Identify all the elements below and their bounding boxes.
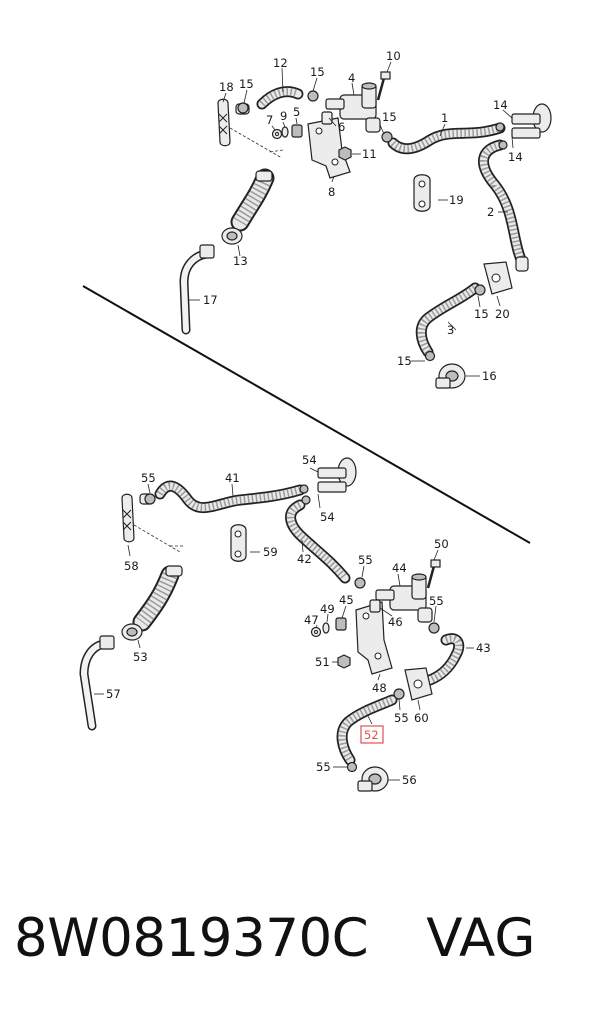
label-18: 18 bbox=[219, 80, 234, 94]
label-11: 11 bbox=[362, 147, 377, 161]
pump-56 bbox=[357, 766, 389, 792]
hose-42 bbox=[285, 499, 351, 584]
hose-57 bbox=[79, 635, 115, 731]
hose-13 bbox=[221, 168, 275, 245]
label-46: 46 bbox=[388, 615, 403, 629]
valve-44 bbox=[375, 573, 433, 623]
label-15b: 15 bbox=[310, 65, 325, 79]
section-divider bbox=[82, 285, 531, 544]
hose-43 bbox=[424, 633, 465, 686]
label-44: 44 bbox=[392, 561, 407, 575]
label-57: 57 bbox=[106, 687, 121, 701]
nut-11 bbox=[338, 146, 352, 161]
label-8: 8 bbox=[328, 185, 335, 199]
label-41: 41 bbox=[225, 471, 240, 485]
fitting-5 bbox=[291, 124, 303, 138]
label-52: 52 bbox=[364, 728, 379, 742]
hose-3 bbox=[415, 282, 481, 358]
label-55c: 55 bbox=[429, 594, 444, 608]
hose-53 bbox=[121, 565, 183, 641]
label-19: 19 bbox=[449, 193, 464, 207]
label-15c: 15 bbox=[382, 110, 397, 124]
brand-name: VAG bbox=[426, 907, 536, 969]
label-55d: 55 bbox=[394, 711, 409, 725]
flange-60 bbox=[404, 667, 433, 701]
label-55e: 55 bbox=[316, 760, 331, 774]
label-15d: 15 bbox=[474, 307, 489, 321]
label-14a: 14 bbox=[493, 98, 508, 112]
label-51: 51 bbox=[315, 655, 330, 669]
bracket-48 bbox=[355, 601, 393, 675]
label-47: 47 bbox=[304, 613, 319, 627]
hose-52 bbox=[336, 694, 398, 766]
label-6: 6 bbox=[338, 120, 345, 134]
label-10: 10 bbox=[386, 49, 401, 63]
label-13: 13 bbox=[233, 254, 248, 268]
label-15a: 15 bbox=[239, 77, 254, 91]
label-16: 16 bbox=[482, 369, 497, 383]
label-55b: 55 bbox=[358, 553, 373, 567]
label-56: 56 bbox=[402, 773, 417, 787]
label-12: 12 bbox=[273, 56, 288, 70]
hose-2 bbox=[478, 139, 528, 268]
footer: 8W0819370C VAG bbox=[14, 898, 590, 978]
upper-assembly: 12 15 15 4 10 18 7 9 5 6 15 11 8 1 14 14… bbox=[179, 49, 552, 389]
label-2: 2 bbox=[487, 205, 494, 219]
label-42: 42 bbox=[297, 552, 312, 566]
hose-1 bbox=[387, 122, 506, 155]
lower-assembly: 41 55 54 54 58 59 42 55 44 50 55 45 46 4… bbox=[79, 453, 491, 792]
label-49: 49 bbox=[320, 602, 335, 616]
highlight-box-52 bbox=[360, 725, 384, 744]
label-45: 45 bbox=[339, 593, 354, 607]
connector-54 bbox=[317, 457, 357, 493]
hose-12 bbox=[256, 86, 304, 110]
bracket-19 bbox=[413, 174, 431, 212]
label-14b: 14 bbox=[508, 150, 523, 164]
ring-9 bbox=[281, 126, 289, 138]
label-4: 4 bbox=[348, 71, 355, 85]
label-59: 59 bbox=[263, 545, 278, 559]
label-7: 7 bbox=[266, 113, 273, 127]
parts-diagram: 12 15 15 4 10 18 7 9 5 6 15 11 8 1 14 14… bbox=[79, 49, 552, 792]
pump-16 bbox=[435, 363, 466, 389]
label-43: 43 bbox=[476, 641, 491, 655]
bracket-59 bbox=[230, 524, 247, 562]
bolt-50 bbox=[426, 559, 441, 589]
fitting-6 bbox=[321, 111, 333, 125]
label-54b: 54 bbox=[320, 510, 335, 524]
hose-41 bbox=[154, 480, 306, 514]
fitting-45 bbox=[335, 617, 347, 631]
bracket-58 bbox=[121, 493, 154, 543]
connector-14 bbox=[511, 103, 552, 139]
label-17: 17 bbox=[203, 293, 218, 307]
label-50: 50 bbox=[434, 537, 449, 551]
flange-20 bbox=[483, 261, 513, 295]
bolt-10 bbox=[376, 71, 391, 101]
ring-49 bbox=[322, 622, 330, 634]
fitting-46 bbox=[369, 599, 381, 613]
hose-17 bbox=[179, 244, 215, 335]
label-15e: 15 bbox=[397, 354, 412, 368]
label-48: 48 bbox=[372, 681, 387, 695]
label-3: 3 bbox=[447, 323, 454, 337]
label-55a: 55 bbox=[141, 471, 156, 485]
label-53: 53 bbox=[133, 650, 148, 664]
label-1: 1 bbox=[441, 111, 448, 125]
part-number: 8W0819370C bbox=[14, 907, 369, 969]
label-54a: 54 bbox=[302, 453, 317, 467]
nut-51 bbox=[337, 654, 351, 669]
label-9: 9 bbox=[280, 109, 287, 123]
label-5: 5 bbox=[293, 105, 300, 119]
label-20: 20 bbox=[495, 307, 510, 321]
label-60: 60 bbox=[414, 711, 429, 725]
label-58: 58 bbox=[124, 559, 139, 573]
